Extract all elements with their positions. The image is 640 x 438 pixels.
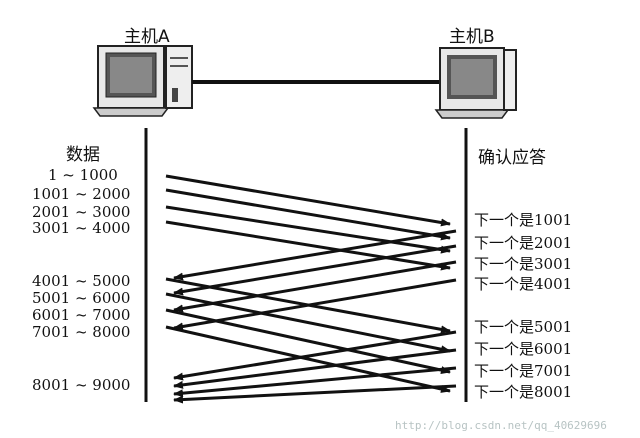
- ack-label: 下一个是4001: [474, 275, 573, 293]
- data-segment-label: 5001 ~ 6000: [32, 289, 131, 307]
- host-a-title: 主机A: [124, 27, 170, 47]
- watermark: http://blog.csdn.net/qq_40629696: [395, 419, 607, 432]
- data-segment-label: 2001 ~ 3000: [32, 203, 131, 221]
- host-b-computer-icon: [434, 47, 517, 119]
- data-segment-arrow: [165, 325, 451, 393]
- data-segment-arrow: [165, 188, 451, 241]
- ack-arrow: [173, 348, 457, 389]
- ack-label: 下一个是3001: [474, 255, 573, 273]
- data-segment-arrow: [165, 174, 451, 227]
- data-segment-arrow: [165, 220, 451, 271]
- host-a-computer-icon: [92, 45, 193, 117]
- ack-arrow: [173, 229, 457, 281]
- ack-arrow: [173, 244, 457, 296]
- ack-label: 下一个是5001: [474, 318, 573, 336]
- data-segment-arrow: [165, 205, 451, 254]
- ack-label: 下一个是2001: [474, 234, 573, 252]
- ack-label: 下一个是6001: [474, 340, 573, 358]
- data-segment-label: 6001 ~ 7000: [32, 306, 131, 324]
- data-segment-label: 3001 ~ 4000: [32, 219, 131, 237]
- ack-arrow: [173, 366, 457, 398]
- ack-arrow: [173, 330, 457, 381]
- data-column-header: 数据: [66, 145, 100, 165]
- ack-label: 下一个是7001: [474, 362, 573, 380]
- host-b-title: 主机B: [449, 27, 495, 47]
- ack-label: 下一个是8001: [474, 383, 573, 401]
- data-segment-label: 8001 ~ 9000: [32, 376, 131, 394]
- ack-column-header: 确认应答: [478, 148, 546, 168]
- data-segment-label: 7001 ~ 8000: [32, 323, 131, 341]
- ack-arrow: [173, 278, 457, 331]
- data-segment-label: 1 ~ 1000: [48, 166, 118, 184]
- data-segment-label: 4001 ~ 5000: [32, 272, 131, 290]
- ack-label: 下一个是1001: [474, 211, 573, 229]
- ack-arrow: [173, 260, 457, 313]
- data-segment-label: 1001 ~ 2000: [32, 185, 131, 203]
- ack-arrow: [173, 384, 457, 404]
